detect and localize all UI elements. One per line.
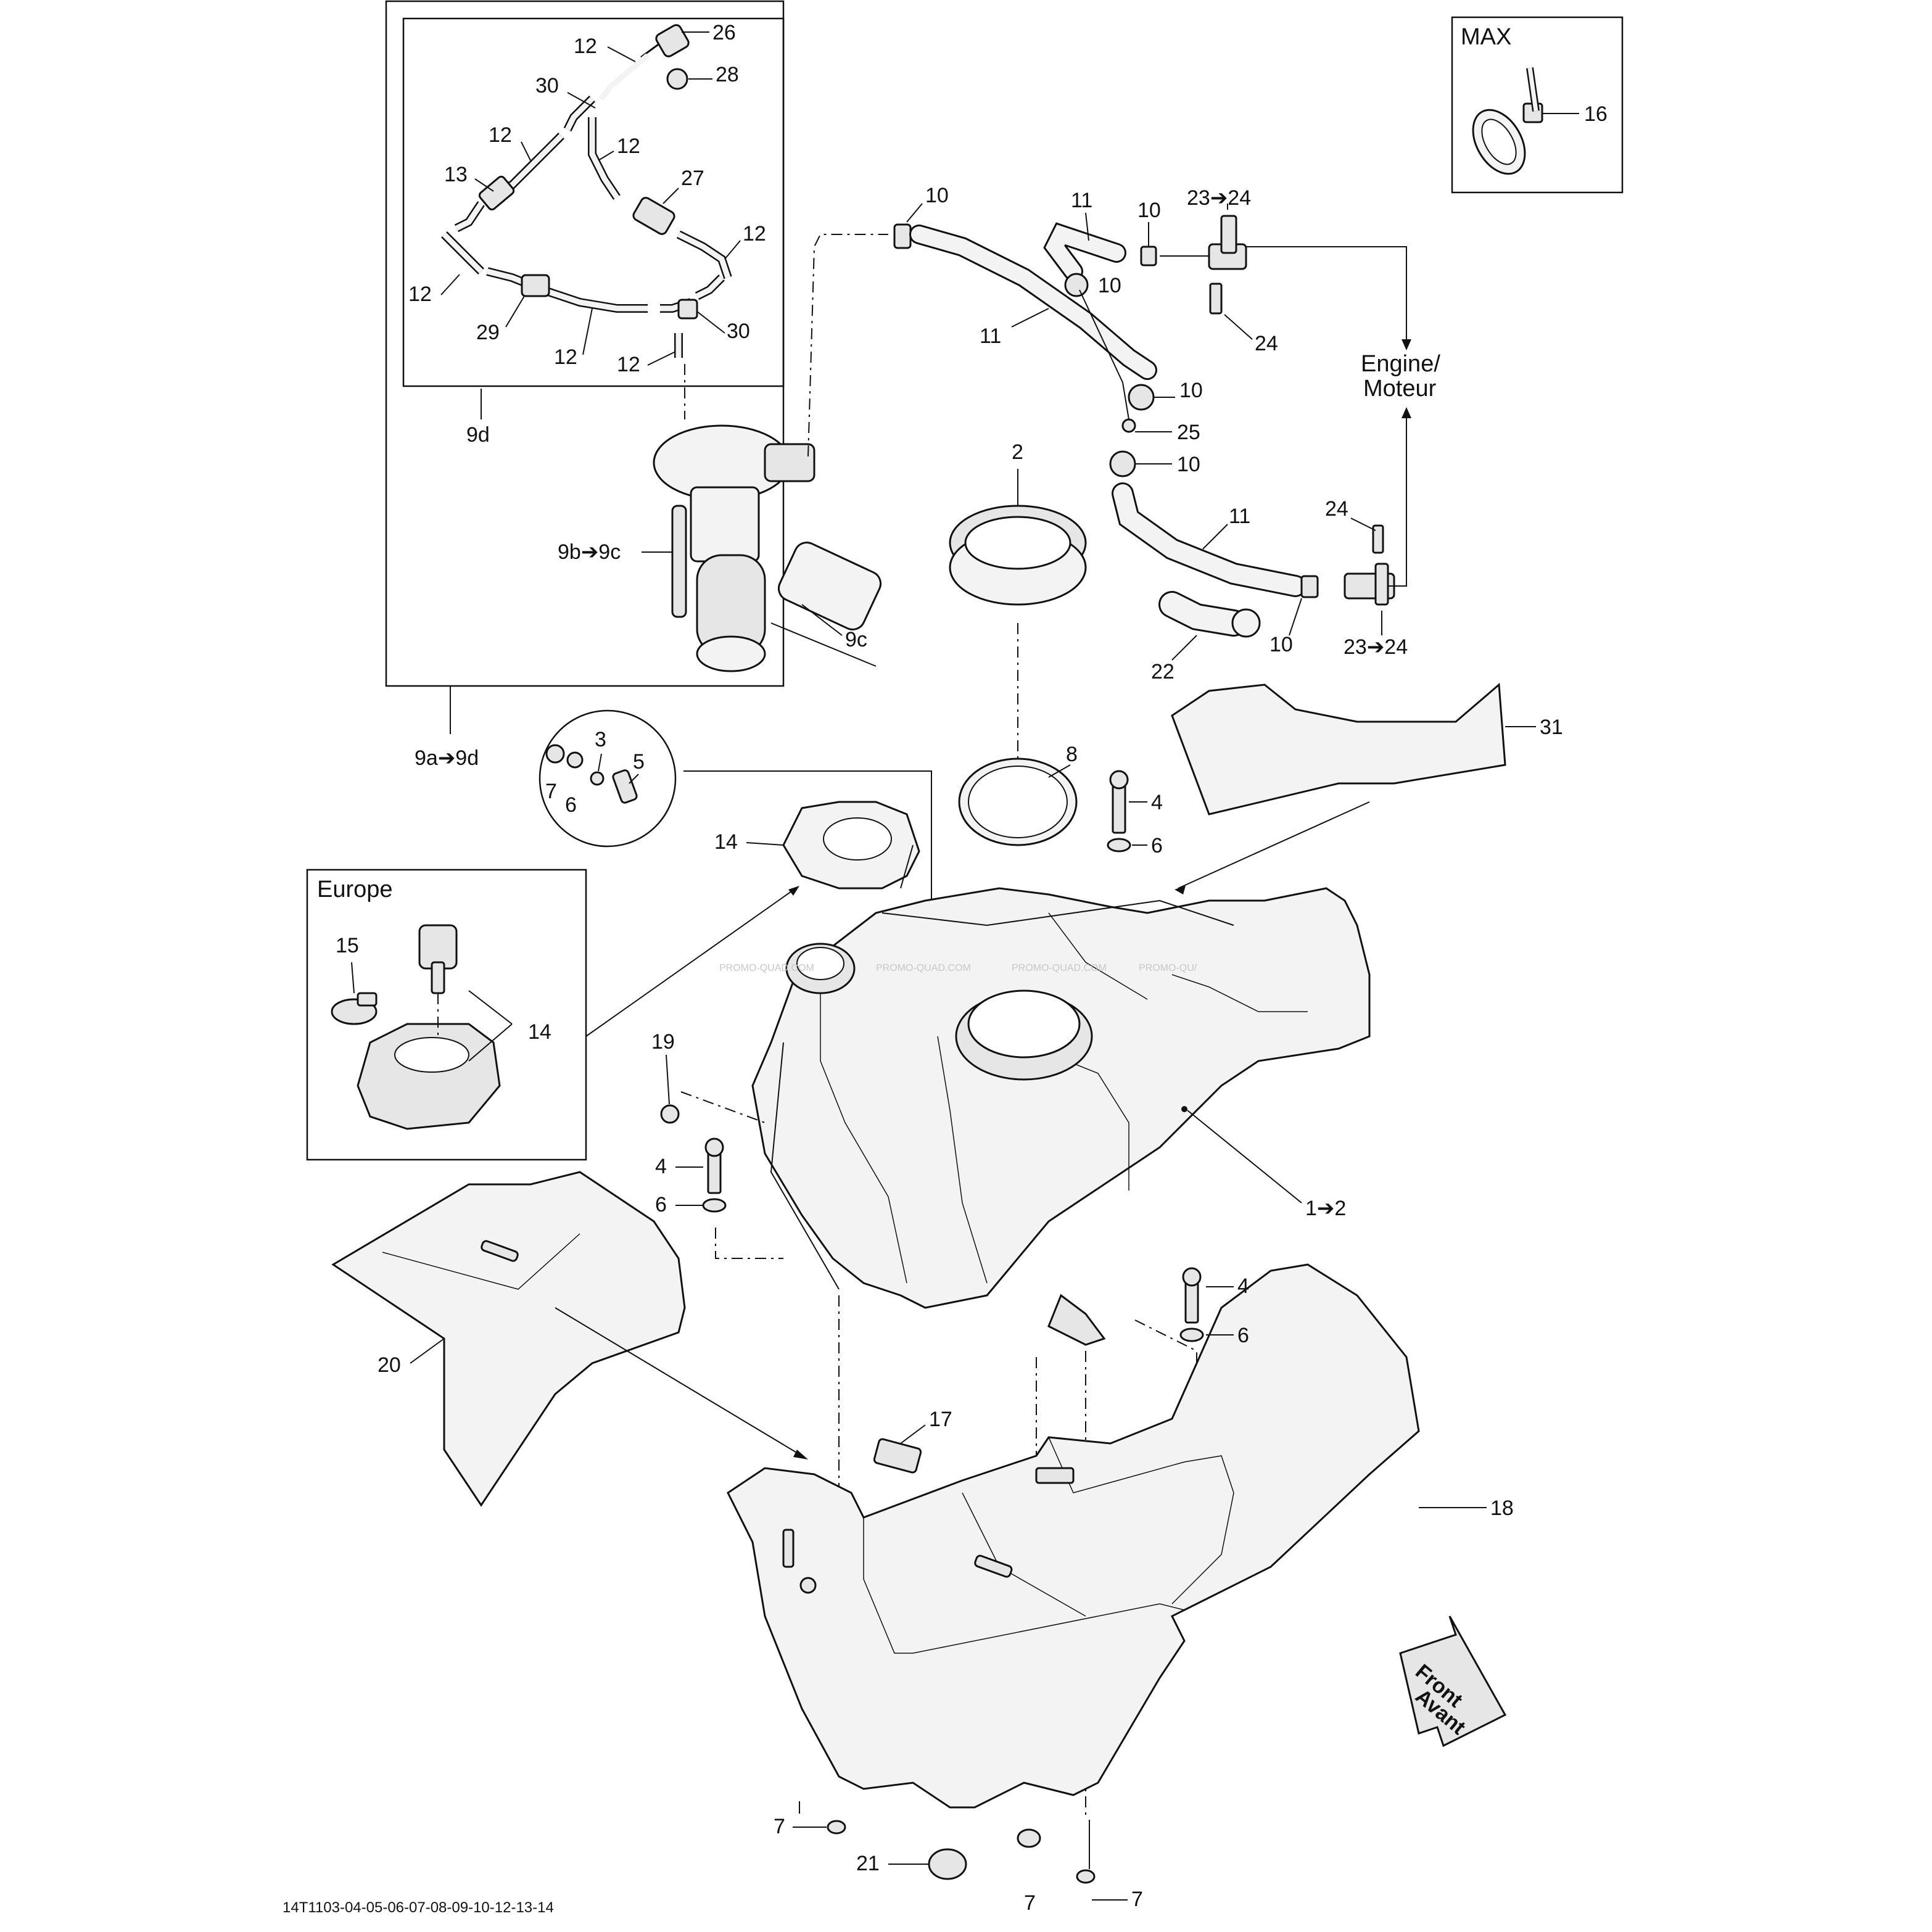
callout-14: 14 [528, 1020, 551, 1044]
callout-12: 12 [554, 345, 577, 369]
fuel-hose-kit-frame [402, 17, 785, 387]
engine-label-line2: Moteur [1363, 376, 1437, 402]
vent-hose-assembly [893, 204, 1395, 638]
callout-27: 27 [681, 167, 704, 190]
callout-30: 30 [727, 320, 750, 343]
watermark-text: PROMO-QUAD.COM [876, 963, 971, 973]
europe-option-frame [306, 869, 587, 1161]
callout-10: 10 [1269, 633, 1293, 656]
callout-18: 18 [1490, 1496, 1514, 1520]
callout-10: 10 [1098, 274, 1121, 297]
callout-6: 6 [1237, 1324, 1249, 1347]
callout-11: 11 [1071, 189, 1092, 212]
callout-17: 17 [929, 1408, 952, 1431]
callout-28: 28 [716, 63, 739, 86]
callout-21: 21 [856, 1852, 880, 1875]
cable-tie-16 [1472, 67, 1543, 175]
callout-31: 31 [1540, 716, 1563, 739]
callout-11: 11 [980, 324, 1001, 348]
watermark-text: PROMO-QU/ [1139, 963, 1197, 973]
callout-11: 11 [1229, 505, 1250, 528]
callout-10: 10 [925, 184, 949, 207]
fuel-tank-1 [751, 887, 1371, 1346]
callout-13: 13 [444, 163, 468, 186]
heat-shield-31 [1171, 682, 1506, 815]
callout-9d: 9d [466, 423, 490, 447]
callout-14: 14 [714, 830, 738, 854]
drawing-code: 14T1103-04-05-06-07-08-09-10-12-13-14 [283, 1899, 554, 1916]
callout-6: 6 [655, 1193, 667, 1216]
watermark-text: PROMO-QUAD.COM [719, 963, 814, 973]
callout-19: 19 [651, 1030, 675, 1054]
callout-15: 15 [336, 934, 359, 957]
front-direction-arrow [1399, 1616, 1507, 1748]
callout-5: 5 [633, 750, 645, 774]
gasket-8 [958, 758, 1078, 846]
heat-shield-20 [331, 1171, 686, 1507]
europe-label: Europe [317, 877, 393, 902]
fuel-pump-module [653, 424, 882, 672]
callout-16: 16 [1584, 102, 1608, 126]
skid-plate-18 [727, 1263, 1420, 1809]
hardware-detail-circle [539, 709, 677, 848]
lock-ring-2 [949, 505, 1087, 606]
callout-6: 6 [1151, 834, 1163, 857]
callout-9a-9d: 9a➔9d [415, 746, 479, 770]
callout-4: 4 [1237, 1274, 1249, 1298]
callout-7: 7 [1024, 1891, 1036, 1915]
callout-1-2: 1➔2 [1305, 1197, 1346, 1220]
fuel-hose-network [441, 24, 732, 419]
watermark-text: PROMO-QUAD.COM [1012, 963, 1107, 973]
callout-10: 10 [1179, 379, 1203, 402]
callout-labels: 26 28 12 30 12 12 13 27 12 12 29 12 12 3… [336, 21, 1608, 1915]
callout-7: 7 [545, 780, 557, 803]
callout-12: 12 [489, 123, 512, 147]
foam-block-17 [873, 1438, 922, 1474]
callout-9b-9c: 9b➔9c [558, 540, 621, 564]
max-label: MAX [1461, 24, 1511, 50]
callout-23-24: 23➔24 [1187, 186, 1251, 210]
callout-10: 10 [1137, 199, 1161, 222]
callout-3: 3 [595, 728, 606, 751]
callout-12: 12 [617, 134, 640, 158]
callout-8: 8 [1066, 743, 1078, 766]
callout-10: 10 [1177, 453, 1200, 476]
callout-4: 4 [655, 1155, 667, 1178]
engine-label-line1: Engine/ [1361, 351, 1440, 377]
callout-12: 12 [408, 283, 432, 306]
callout-2: 2 [1012, 440, 1023, 464]
europe-locking-cap [331, 924, 501, 1130]
callout-30: 30 [535, 74, 559, 97]
callout-26: 26 [712, 21, 736, 44]
callout-25: 25 [1177, 421, 1200, 444]
callout-7: 7 [774, 1815, 785, 1838]
callout-12: 12 [743, 222, 766, 246]
callout-24: 24 [1325, 497, 1348, 521]
fuel-cap-14 [782, 801, 920, 890]
callout-6: 6 [565, 793, 577, 817]
callout-4: 4 [1151, 791, 1163, 814]
callout-12: 12 [617, 353, 640, 376]
callout-9c: 9c [845, 628, 867, 651]
callout-12: 12 [574, 35, 597, 58]
callout-23-24: 23➔24 [1344, 635, 1408, 659]
callout-20: 20 [378, 1353, 401, 1377]
max-detail-frame [1451, 16, 1624, 194]
callout-7: 7 [1131, 1888, 1143, 1911]
callout-22: 22 [1151, 660, 1174, 683]
callout-24: 24 [1255, 332, 1278, 355]
callout-29: 29 [476, 321, 500, 344]
